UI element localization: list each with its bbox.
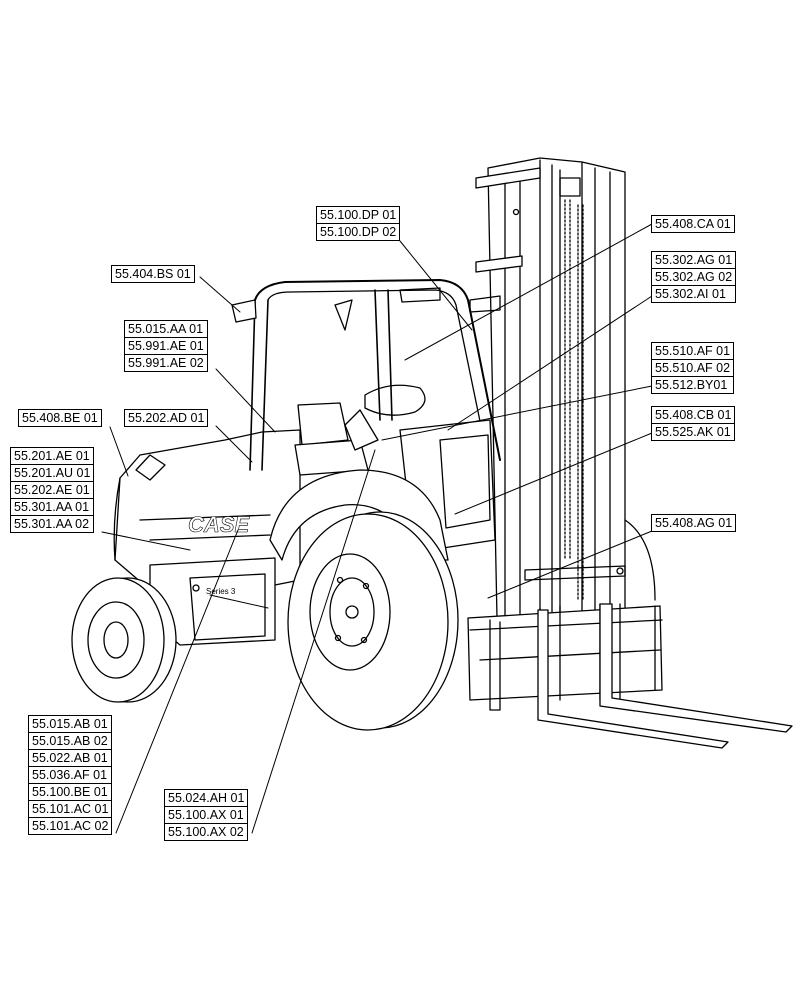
callout-55-408-ca: 55.408.CA 01 xyxy=(651,215,735,233)
callout-55-404-bs: 55.404.BS 01 xyxy=(111,265,195,283)
part-ref-label[interactable]: 55.024.AH 01 xyxy=(164,789,249,807)
part-ref-label[interactable]: 55.101.AC 02 xyxy=(28,817,113,835)
part-ref-label[interactable]: 55.022.AB 01 xyxy=(28,749,113,767)
part-ref-label[interactable]: 55.101.AC 01 xyxy=(28,800,113,818)
part-ref-label[interactable]: 55.302.AG 01 xyxy=(651,251,737,269)
part-ref-label[interactable]: 55.302.AI 01 xyxy=(651,285,737,303)
part-ref-label[interactable]: 55.100.AX 01 xyxy=(164,806,249,824)
part-ref-label[interactable]: 55.991.AE 02 xyxy=(124,354,208,372)
part-ref-label[interactable]: 55.302.AG 02 xyxy=(651,268,737,286)
part-ref-label[interactable]: 55.100.DP 01 xyxy=(316,206,401,224)
brand-logo: CASE xyxy=(188,512,250,537)
part-ref-label[interactable]: 55.408.BE 01 xyxy=(18,409,102,427)
part-ref-label[interactable]: 55.201.AE 01 xyxy=(10,447,95,465)
part-ref-label[interactable]: 55.525.AK 01 xyxy=(651,423,736,441)
mast xyxy=(469,157,626,676)
model-badge: Series 3 xyxy=(206,587,236,596)
part-ref-label[interactable]: 55.202.AD 01 xyxy=(124,409,209,427)
part-ref-label[interactable]: 55.408.AG 01 xyxy=(651,514,737,532)
callout-55-408-ag: 55.408.AG 01 xyxy=(651,514,737,532)
part-ref-label[interactable]: 55.100.DP 02 xyxy=(316,223,401,241)
part-ref-label[interactable]: 55.015.AB 02 xyxy=(28,732,113,750)
callout-55-408-be: 55.408.BE 01 xyxy=(18,409,102,427)
part-ref-label[interactable]: 55.202.AE 01 xyxy=(10,481,95,499)
part-ref-label[interactable]: 55.408.CA 01 xyxy=(651,215,735,233)
part-ref-label[interactable]: 55.015.AA 01 xyxy=(124,320,208,338)
part-ref-label[interactable]: 55.301.AA 02 xyxy=(10,515,95,533)
part-ref-label[interactable]: 55.991.AE 01 xyxy=(124,337,208,355)
rear-body xyxy=(113,429,301,646)
front-fender xyxy=(269,469,449,561)
callout-55-202-ad: 55.202.AD 01 xyxy=(124,409,209,427)
part-ref-label[interactable]: 55.201.AU 01 xyxy=(10,464,95,482)
fork-carriage xyxy=(467,565,793,749)
rear-wheel xyxy=(71,577,177,703)
part-ref-label[interactable]: 55.100.AX 02 xyxy=(164,823,249,841)
part-ref-label[interactable]: 55.015.AB 01 xyxy=(28,715,113,733)
leader-lines xyxy=(101,223,653,834)
part-ref-label[interactable]: 55.036.AF 01 xyxy=(28,766,113,784)
front-wheel xyxy=(287,511,459,731)
far-wheel xyxy=(624,519,656,601)
part-ref-label[interactable]: 55.512.BY01 xyxy=(651,376,735,394)
part-ref-label[interactable]: 55.408.CB 01 xyxy=(651,406,736,424)
part-ref-label[interactable]: 55.100.BE 01 xyxy=(28,783,113,801)
part-ref-label[interactable]: 55.404.BS 01 xyxy=(111,265,195,283)
part-ref-label[interactable]: 55.510.AF 02 xyxy=(651,359,735,377)
part-ref-label[interactable]: 55.301.AA 01 xyxy=(10,498,95,516)
part-ref-label[interactable]: 55.510.AF 01 xyxy=(651,342,735,360)
